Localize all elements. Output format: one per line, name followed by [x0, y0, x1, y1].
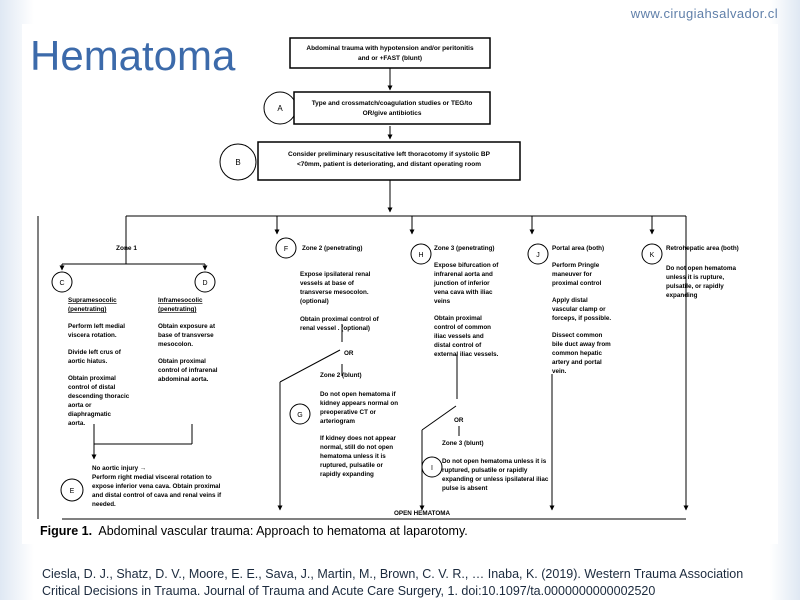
zone1-label: Zone 1 [116, 245, 137, 252]
or-label-1: OR [344, 350, 354, 357]
node-C-head-1: Supramesocolic [68, 297, 117, 304]
box-A [293, 91, 491, 125]
box-B [257, 141, 521, 181]
node-I-letter: I [431, 465, 433, 472]
node-F-letter: F [284, 246, 288, 253]
site-url: www.cirugiahsalvador.cl [630, 6, 778, 21]
figure-caption: Figure 1. Abdominal vascular trauma: App… [40, 524, 468, 538]
connector-lines [37, 68, 689, 520]
node-C-text: Supramesocolic (penetrating) Perform lef… [68, 297, 131, 427]
node-H-letter: H [418, 252, 423, 259]
node-I-circle [421, 456, 443, 478]
top-box-line-2: and or +FAST (blunt) [358, 55, 422, 62]
or-label-2: OR [454, 417, 464, 424]
node-F-text: Zone 2 (penetrating) Expose ipsilateral … [300, 245, 380, 332]
node-E-letter: E [70, 488, 75, 495]
node-K-letter: K [650, 252, 655, 259]
node-G-text: Zone 2 (blunt) Do not open hematoma if k… [320, 372, 400, 478]
flowchart-figure: Abdominal trauma with hypotension and/or… [22, 24, 778, 544]
open-hematoma-label: OPEN HEMATOMA [394, 510, 451, 517]
node-F-circle [275, 237, 297, 259]
node-C-letter: C [59, 280, 64, 287]
top-box [289, 37, 491, 69]
box-B-line-1: Consider preliminary resuscitative left … [288, 151, 491, 158]
node-K-circle [641, 243, 663, 265]
box-A-line-2: OR/give antibiotics [363, 110, 422, 117]
flowchart-svg: Abdominal trauma with hypotension and/or… [22, 24, 778, 544]
node-D-letter: D [202, 280, 207, 287]
node-A-letter: A [277, 104, 283, 113]
node-J-letter: J [536, 252, 540, 259]
node-D-circle [194, 271, 216, 293]
caption-label: Figure 1. [40, 524, 93, 538]
caption-text: Abdominal vascular trauma: Approach to h… [98, 524, 468, 538]
node-E-text: No aortic injury → Perform right medial … [92, 465, 223, 508]
node-G-letter: G [297, 412, 302, 419]
box-A-line-1: Type and crossmatch/coagulation studies … [312, 100, 473, 107]
slide-title: Hematoma [30, 32, 236, 79]
node-H-circle [410, 243, 432, 265]
node-J-text: Portal area (both) Perform Pringle maneu… [552, 245, 613, 375]
node-C-head-2: (penetrating) [68, 306, 106, 313]
top-box-line-1: Abdominal trauma with hypotension and/or… [306, 45, 474, 52]
node-G-circle [289, 403, 311, 425]
node-C-circle [51, 271, 73, 293]
node-B-letter: B [235, 158, 240, 167]
node-J-circle [527, 243, 549, 265]
node-K-text: Retrohepatic area (both) Do not open hem… [666, 245, 741, 299]
node-D-text: Inframesocolic (penetrating) Obtain expo… [158, 297, 219, 383]
node-I-text: Zone 3 (blunt) Do not open hematoma unle… [442, 440, 550, 492]
node-H-text: Zone 3 (penetrating) Expose bifurcation … [433, 245, 500, 358]
node-B-circle [219, 143, 257, 181]
box-B-line-2: <70mm, patient is deteriorating, and dis… [297, 161, 481, 168]
citation: Ciesla, D. J., Shatz, D. V., Moore, E. E… [42, 567, 744, 598]
node-E-circle [60, 478, 84, 502]
